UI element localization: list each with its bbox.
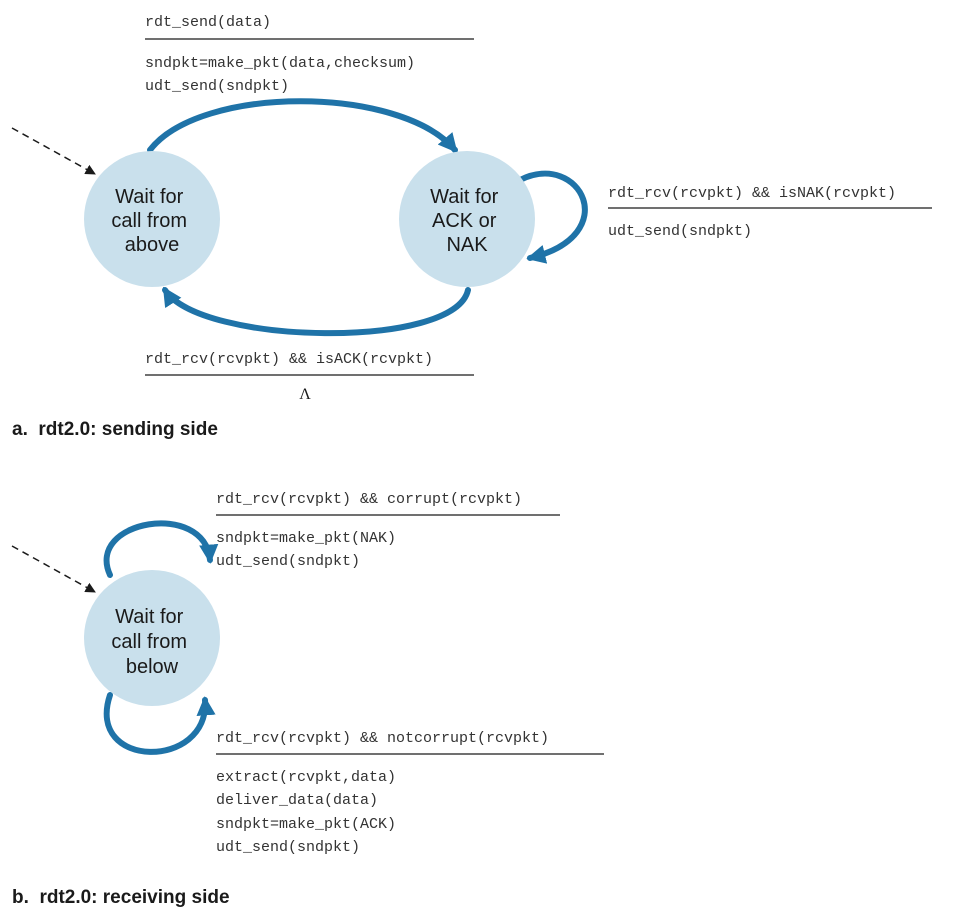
sender-nak-loop <box>517 170 588 264</box>
sender-send-event: rdt_send(data) <box>145 14 271 31</box>
receiver-initial-arrow <box>11 545 96 593</box>
sender-send-action: sndpkt=make_pkt(data,checksum) <box>145 55 415 72</box>
state-wait-call-above <box>84 151 220 287</box>
receiver-notcorrupt-loop <box>103 692 216 755</box>
receiver-notcorrupt-action: extract(rcvpkt,data) <box>216 769 396 786</box>
receiver-notcorrupt-action: udt_send(sndpkt) <box>216 839 360 856</box>
receiver-corrupt-event: rdt_rcv(rcvpkt) && corrupt(rcvpkt) <box>216 491 522 508</box>
state-wait-ack-nak-label: Wait for ACK or NAK <box>430 186 504 256</box>
receiver-notcorrupt-event: rdt_rcv(rcvpkt) && notcorrupt(rcvpkt) <box>216 730 549 747</box>
receiver-corrupt-action: sndpkt=make_pkt(NAK) <box>216 530 396 547</box>
sender-send-action: udt_send(sndpkt) <box>145 78 289 95</box>
sender-send-arc <box>147 98 458 153</box>
receiver-notcorrupt-action: deliver_data(data) <box>216 792 378 809</box>
state-wait-call-below-label: Wait for call from below <box>111 606 192 678</box>
state-wait-ack-nak <box>399 151 535 287</box>
state-wait-call-below <box>84 570 220 706</box>
receiver-corrupt-loop <box>103 520 219 578</box>
sender-initial-arrow <box>11 127 96 175</box>
receiver-notcorrupt-action: sndpkt=make_pkt(ACK) <box>216 816 396 833</box>
receiver-corrupt-action: udt_send(sndpkt) <box>216 553 360 570</box>
receiver-caption: b. rdt2.0: receiving side <box>12 887 230 908</box>
sender-nak-event: rdt_rcv(rcvpkt) && isNAK(rcvpkt) <box>608 185 896 202</box>
sender-nak-action: udt_send(sndpkt) <box>608 223 752 240</box>
sender-ack-arc <box>162 286 471 337</box>
sender-caption: a. rdt2.0: sending side <box>12 419 218 440</box>
sender-ack-lambda: Λ <box>299 386 311 403</box>
sender-ack-event: rdt_rcv(rcvpkt) && isACK(rcvpkt) <box>145 351 433 368</box>
state-wait-call-above-label: Wait for call from above <box>111 186 192 256</box>
